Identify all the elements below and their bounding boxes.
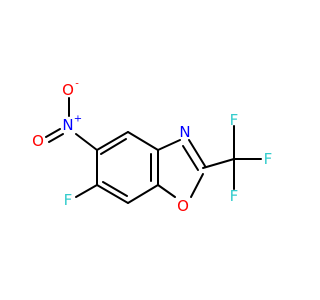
atom-cf3-f-top: F (230, 111, 239, 129)
bond-c3a-c4 (127, 131, 159, 151)
atom-ring-n: N (179, 123, 190, 141)
charge-nitro-n: + (74, 114, 82, 125)
atom-nitro-o-top: O (62, 81, 74, 99)
bond-o1-c2 (190, 173, 204, 198)
atom-cf3-f-bottom: F (230, 187, 239, 205)
bond-nitro-n-o-left-inner (48, 133, 64, 143)
bond-c5-nitro-n (75, 133, 98, 151)
atom-ring-o: O (177, 197, 189, 215)
molecule-canvas: N + O - O F N O F F F (32, 79, 273, 216)
bond-c7-c7a (127, 184, 159, 204)
bond-c2-cf3 (202, 158, 235, 169)
bond-c6-c7 (96, 184, 129, 204)
atom-fluoro: F (64, 191, 73, 209)
bond-n3-c2 (188, 139, 206, 167)
bond-c3a-n3 (157, 139, 181, 151)
structure-drawing: N + O - O F N O F F F (32, 79, 273, 216)
bond-nitro-n-o-left (45, 128, 61, 138)
bond-c6-c7-inner (102, 181, 128, 197)
atom-nitro-n: N (62, 116, 73, 134)
bond-c4-c5 (96, 131, 129, 151)
charge-nitro-o-top: - (75, 79, 79, 90)
bond-c7a-o1 (157, 184, 176, 198)
bond-n3-c2-inner (182, 145, 199, 171)
atom-cf3-f-right: F (264, 150, 273, 168)
bond-c4-c5-inner (100, 138, 127, 155)
bond-c6-fluoro (75, 184, 98, 198)
atom-nitro-o-left: O (32, 132, 44, 150)
